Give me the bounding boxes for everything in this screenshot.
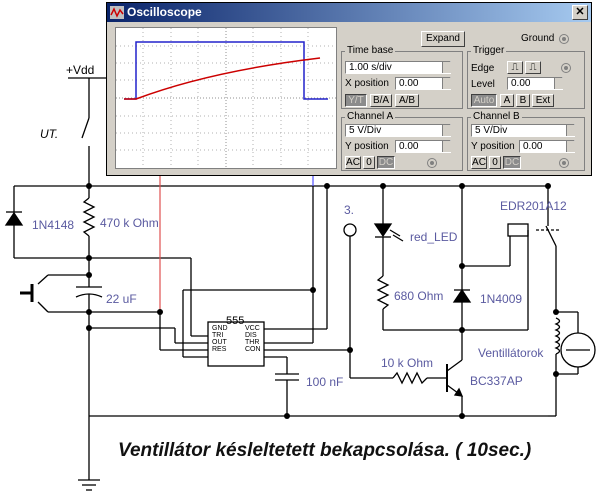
channel-b-group [467,117,585,171]
trigger-a-button[interactable]: A [500,94,514,107]
channel-a-ypos-spinner[interactable] [442,141,451,152]
timebase-spinner[interactable] [442,62,451,73]
switch-label: UT. [40,127,59,141]
mode-yt-button[interactable]: Y/T [345,94,367,107]
timebase-xpos-field[interactable]: 0.00 [395,77,451,90]
probe-3-label: 3. [344,203,355,217]
relay-label: EDR201A12 [500,199,567,213]
caption-text: Ventillátor késleltetett bekapcsolása. (… [118,440,532,461]
channel-b-ypos-field[interactable]: 0.00 [519,140,575,153]
channel-b-scale-field[interactable]: 5 V/Div [471,124,575,137]
transistor-label: BC337AP [470,374,523,388]
channel-a-group [341,117,463,171]
motor-label: Ventillátorok [478,346,544,360]
mode-ab-button[interactable]: A/B [395,94,419,107]
channel-b-title: Channel B [471,111,522,122]
trigger-edge-terminal[interactable] [561,63,571,73]
oscilloscope-title: Oscilloscope [127,5,202,19]
channel-a-ypos-label: Y position [345,141,389,152]
channel-a-dc-button[interactable]: DC [377,156,395,169]
close-button[interactable]: ✕ [572,5,588,20]
trigger-level-field[interactable]: 0.00 [507,77,563,90]
oscilloscope-title-bar[interactable]: Oscilloscope ✕ [107,3,591,22]
timebase-field[interactable]: 1.00 s/div [345,61,451,74]
trigger-auto-button[interactable]: Auto [471,94,497,107]
oscilloscope-display [115,27,337,169]
ground-terminal-radio[interactable] [559,34,569,44]
resistor-10k-label: 10 k Ohm [381,356,434,370]
channel-a-trace [124,57,321,100]
oscilloscope-window[interactable]: Oscilloscope ✕ Expand Ground Time base 1… [106,2,592,176]
mode-ba-button[interactable]: B/A [370,94,392,107]
timebase-title: Time base [345,45,396,56]
channel-a-scale-spinner[interactable] [442,125,451,136]
timebase-xpos-spinner[interactable] [442,78,451,89]
channel-b-ypos-spinner[interactable] [566,141,575,152]
expand-button[interactable]: Expand [421,31,465,47]
diode-1n4009-label: 1N4009 [480,292,523,306]
vdd-label: +Vdd [66,63,95,77]
channel-a-title: Channel A [345,111,396,122]
trigger-level-spinner[interactable] [554,78,563,89]
edge-falling-button[interactable]: ⎍ [525,61,541,74]
trigger-ext-button[interactable]: Ext [532,94,554,107]
rising-edge-icon: ⎍ [511,62,519,73]
diode-1n4148-label: 1N4148 [32,218,75,232]
resistor-680-label: 680 Ohm [394,289,444,303]
waveform-graph [116,28,336,168]
edge-rising-button[interactable]: ⎍ [507,61,523,74]
ground-label: Ground [521,33,555,44]
channel-b-dc-button[interactable]: DC [503,156,521,169]
capacitor-22uf-label: 22 uF [106,292,137,306]
trigger-group [467,51,585,109]
channel-a-ac-button[interactable]: AC [345,156,361,169]
oscilloscope-app-icon [110,6,124,19]
channel-a-scale-field[interactable]: 5 V/Div [345,124,451,137]
channel-a-terminal[interactable] [427,158,437,168]
channel-b-ypos-label: Y position [471,141,515,152]
close-icon: ✕ [575,6,585,18]
capacitor-100nf-label: 100 nF [306,375,344,389]
timebase-xpos-label: X position [345,78,389,89]
trigger-edge-label: Edge [471,63,495,74]
timebase-group [341,51,463,109]
channel-a-zero-button[interactable]: 0 [363,156,375,169]
channel-b-zero-button[interactable]: 0 [489,156,501,169]
trigger-title: Trigger [471,45,507,56]
resistor-470k-label: 470 k Ohm [100,216,159,230]
led-label: red_LED [410,230,458,244]
trigger-b-button[interactable]: B [516,94,530,107]
channel-b-terminal[interactable] [559,158,569,168]
timer-chip-title: 555 [226,315,245,327]
channel-b-ac-button[interactable]: AC [471,156,487,169]
channel-b-scale-spinner[interactable] [566,125,575,136]
trigger-level-label: Level [471,79,495,90]
falling-edge-icon: ⎍ [529,62,537,73]
